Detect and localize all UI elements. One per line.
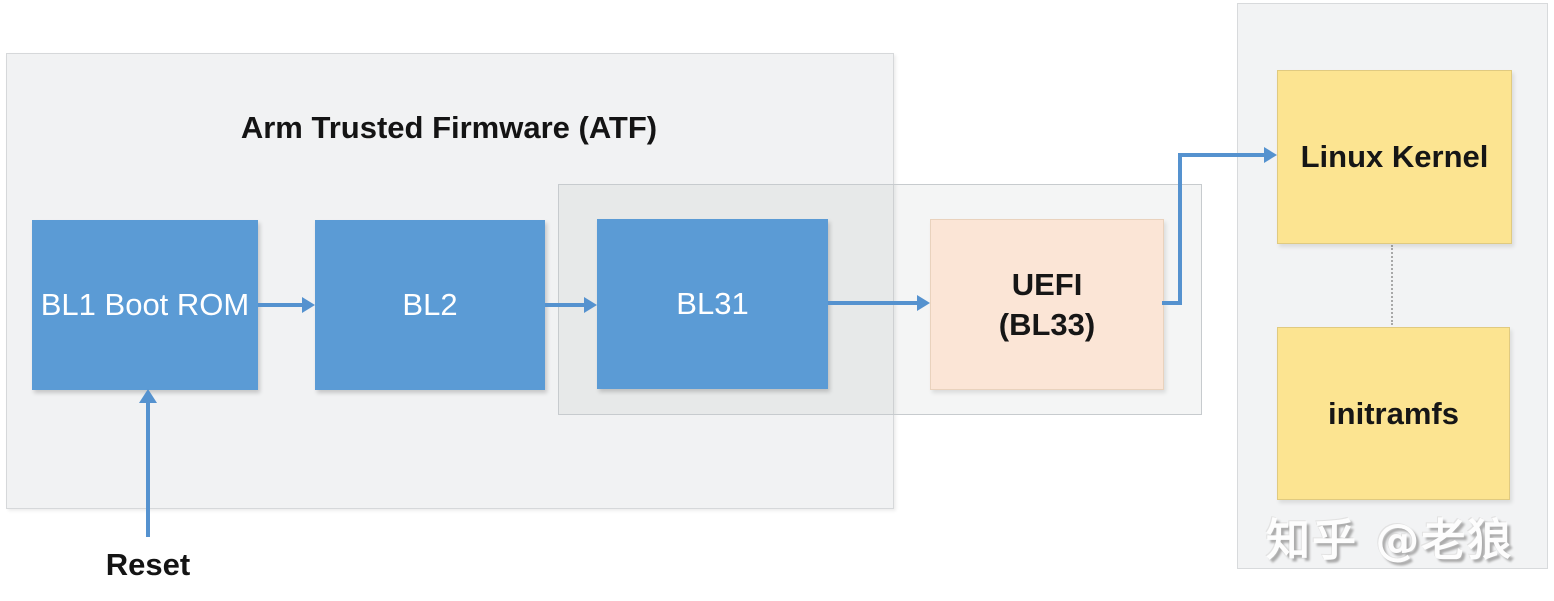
node-linux-kernel-label: Linux Kernel	[1300, 139, 1489, 174]
node-bl31-label: BL31	[676, 286, 749, 321]
arrow-shaft	[258, 303, 302, 307]
node-uefi-label-line2: (BL33)	[998, 306, 1096, 342]
node-uefi-label-line1: UEFI	[1011, 266, 1083, 302]
node-initramfs: initramfs	[1277, 327, 1510, 500]
atf-container-title: Arm Trusted Firmware (ATF)	[240, 110, 658, 145]
arrow-right-icon	[1264, 147, 1277, 163]
arrow-bl2-to-bl31	[545, 297, 597, 313]
arrow-up-icon	[139, 389, 157, 403]
node-initramfs-label: initramfs	[1328, 395, 1459, 431]
arrow-right-icon	[917, 295, 930, 311]
arrow-shaft	[828, 301, 917, 305]
node-bl2-label: BL2	[402, 287, 458, 322]
node-bl31: BL31	[597, 219, 828, 389]
reset-label: Reset	[105, 547, 191, 582]
node-bl1-label: BL1 Boot ROM	[40, 287, 250, 322]
dotted-connector-kernel-initramfs	[1391, 245, 1393, 325]
node-bl1-boot-rom: BL1 Boot ROM	[32, 220, 258, 390]
node-bl2: BL2	[315, 220, 545, 390]
arrow-right-icon	[302, 297, 315, 313]
arrow-bl1-to-bl2	[258, 297, 315, 313]
arrow-reset-to-bl1-shaft	[146, 401, 150, 537]
node-uefi-bl33: UEFI (BL33)	[930, 219, 1164, 390]
arrow-bl31-to-uefi	[828, 295, 930, 311]
arrow-uefi-to-kernel-segment	[1178, 153, 1266, 157]
arrow-uefi-to-kernel-segment	[1162, 301, 1182, 305]
watermark-text: 知乎 @老狼	[1266, 515, 1514, 566]
node-linux-kernel: Linux Kernel	[1277, 70, 1512, 244]
arrow-right-icon	[584, 297, 597, 313]
arrow-shaft	[545, 303, 584, 307]
arrow-uefi-to-kernel-segment	[1178, 153, 1182, 305]
